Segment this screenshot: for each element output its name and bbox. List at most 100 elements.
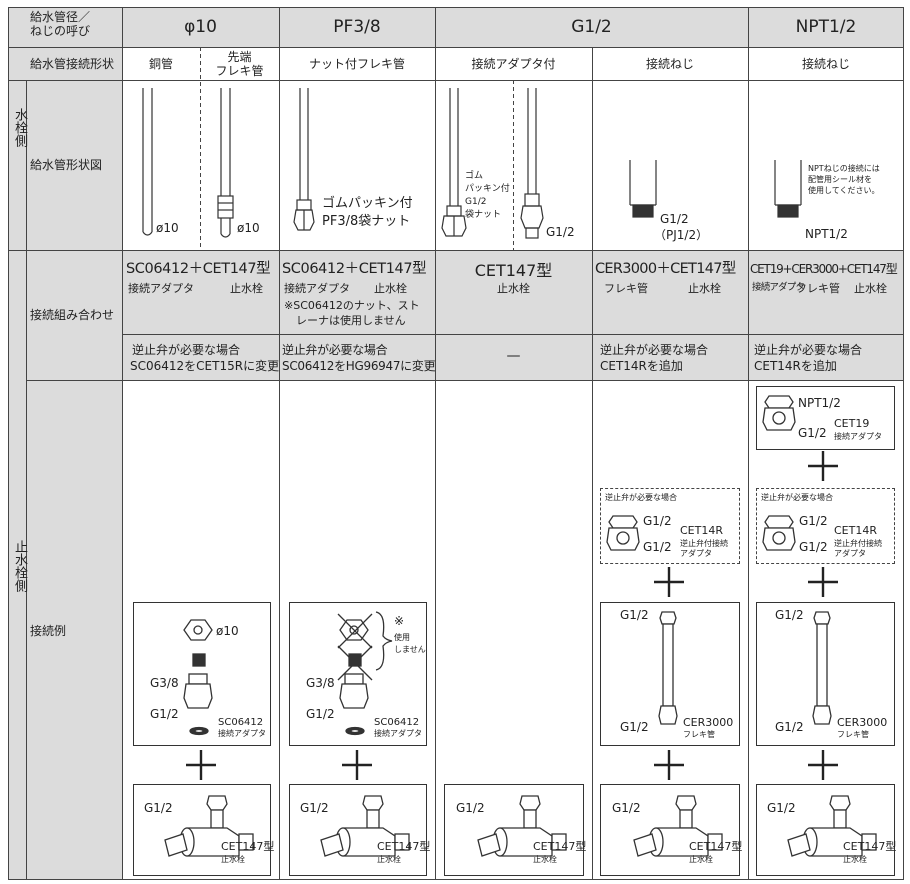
valve-sub-1: 止水栓: [221, 855, 245, 864]
valve-g12-1: G1/2: [144, 801, 173, 815]
combo-4-main: CER3000＋CET147型: [595, 261, 736, 277]
adapter-part-1: [183, 673, 213, 709]
valve-g12-3: G1/2: [456, 801, 485, 815]
header-label-bg: [8, 7, 122, 80]
shape-screw-npt: 接続ねじ: [801, 57, 850, 71]
row-combination: 接続組み合わせ: [30, 308, 115, 322]
unused-text: 使用しません: [394, 633, 426, 654]
ex-adapter-model-2: SC06412: [374, 717, 420, 728]
g12-gasket-note: ゴム パッキン付 G1/2 袋ナット: [465, 171, 510, 221]
valve-box-3: [444, 784, 584, 876]
flex-model-5: CER3000: [837, 716, 888, 729]
strainer-part-1: [192, 653, 206, 667]
shape-nut-flex: ナット付フレキ管: [308, 57, 405, 71]
washer-2: [345, 726, 365, 736]
adapter-pipe-figure-left: [441, 88, 467, 237]
header-row-bg: [122, 7, 904, 47]
combo-1-sub-b: 止水栓: [230, 282, 263, 295]
flex-sub-4: フレキ管: [683, 730, 715, 739]
flex-g12-bottom-5: G1/2: [775, 720, 804, 734]
shape-flex-tip: 先端 フレキ管: [215, 50, 264, 79]
valve-sub-5: 止水栓: [843, 855, 867, 864]
nut-flex-pipe-figure: [293, 88, 315, 231]
screw-g12-label: G1/2: [660, 212, 689, 226]
ex-g38-label-1: G3/8: [150, 676, 179, 690]
ex-adapter-model-1: SC06412: [218, 717, 264, 728]
adapter-part-2: [339, 673, 369, 709]
combo-1-main: SC06412＋CET147型: [126, 261, 271, 277]
check-model-5: CET14R: [834, 524, 877, 537]
shape-copper: 銅管: [148, 57, 173, 71]
cross-marks: [337, 611, 393, 681]
pipe-shape-label: 給水管接続形状: [30, 57, 115, 71]
valve-sub-2: 止水栓: [377, 855, 401, 864]
copper-pipe-figure: [142, 88, 153, 236]
check-3: —: [506, 348, 521, 364]
check-g12a-4: G1/2: [643, 514, 672, 528]
valve-model-5: CET147型: [843, 840, 897, 853]
valve-model-1: CET147型: [221, 840, 275, 853]
valve-model-2: CET147型: [377, 840, 431, 853]
col-npt12: NPT1/2: [795, 17, 857, 37]
g12-label: G1/2: [546, 225, 575, 239]
check-g12b-5: G1/2: [799, 540, 828, 554]
npt-adapter-sub: 接続アダプタ: [834, 432, 882, 441]
valve-g12-4: G1/2: [612, 801, 641, 815]
valve-box-2: [289, 784, 427, 876]
row-shape-diagram: 給水管形状図: [30, 158, 103, 172]
combo-1-sub-a: 接続アダプタ: [128, 282, 194, 295]
combo-5-main: CET19+CER3000+CET147型: [750, 262, 898, 276]
flex-g12-bottom-4: G1/2: [620, 720, 649, 734]
flex-tip-size-label: ø10: [237, 221, 260, 235]
valve-sub-3: 止水栓: [533, 855, 557, 864]
valve-box-5: [756, 784, 895, 876]
copper-size-label: ø10: [156, 221, 179, 235]
valve-side-bg: [8, 250, 26, 880]
check-title-4: 逆止弁が必要な場合: [605, 493, 677, 502]
washer-1: [189, 726, 209, 736]
flex-tip-pipe-figure: [217, 88, 234, 238]
valve-model-4: CET147型: [689, 840, 743, 853]
col-g12: G1/2: [571, 17, 612, 37]
combo-3-sub: 止水栓: [497, 282, 530, 295]
combo-5-sub-a: 接続アダプタ: [752, 282, 805, 293]
npt-pipe-figure: [774, 160, 802, 218]
check-sub-4: 逆止弁付接続アダプタ: [680, 539, 728, 558]
combo-5-sub-b: フレキ管: [796, 282, 840, 295]
ex-g12-label-2: G1/2: [306, 707, 335, 721]
adapter-pipe-figure-right: [520, 88, 544, 239]
flex-g12-top-5: G1/2: [775, 608, 804, 622]
valve-model-3: CET147型: [533, 840, 587, 853]
check-model-4: CET14R: [680, 524, 723, 537]
npt-adapter-model: CET19: [834, 417, 870, 430]
combo-2-sub-b: 止水栓: [374, 282, 407, 295]
screw-pipe-figure: [629, 160, 657, 218]
flex-g12-top-4: G1/2: [620, 608, 649, 622]
shape-screw: 接続ねじ: [645, 57, 694, 71]
valve-box-4: [600, 784, 740, 876]
shape-label-bg: [26, 80, 122, 250]
combo-4-sub-a: フレキ管: [604, 282, 648, 295]
faucet-side-label: 水栓側: [12, 108, 27, 147]
flex-model-4: CER3000: [683, 716, 734, 729]
npt-adapter-label: NPT1/2: [798, 396, 841, 410]
strainer-part-2: [348, 653, 362, 667]
example-label-bg: [26, 380, 122, 880]
valve-g12-5: G1/2: [767, 801, 796, 815]
shape-adapter: 接続アダプタ付: [471, 57, 556, 71]
row-example: 接続例: [30, 624, 67, 638]
check-title-5: 逆止弁が必要な場合: [761, 493, 833, 502]
ex-adapter-sub-2: 接続アダプタ: [374, 729, 422, 738]
unused-mark: ※: [394, 614, 405, 628]
col-phi10: φ10: [184, 17, 217, 37]
ex-phi10-label: ø10: [216, 624, 239, 638]
screw-pj-label: （PJ1/2）: [654, 228, 709, 242]
col-pf38: PF3/8: [333, 17, 381, 37]
valve-g12-2: G1/2: [300, 801, 329, 815]
